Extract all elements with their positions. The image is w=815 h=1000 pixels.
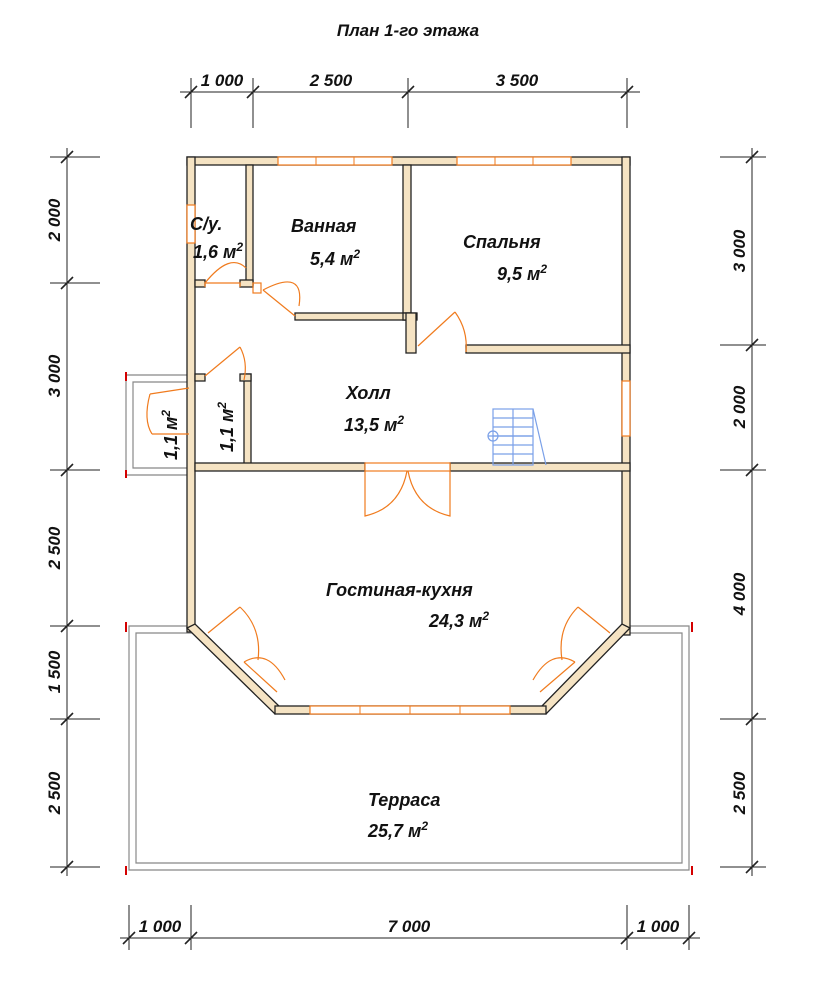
vestibule-area: 1,1 м2 [159, 410, 181, 460]
bathroom-window [277, 156, 393, 166]
top-dimension-chain: 1 000 2 500 3 500 [180, 71, 640, 128]
wc-window [186, 204, 196, 244]
right-dimension-chain: 3 000 2 000 4 000 2 500 [720, 148, 766, 876]
wc-area: 1,6 м2 [193, 240, 243, 262]
hall-name: Холл [345, 383, 391, 403]
doors [146, 262, 611, 693]
dim-left-2: 3 000 [45, 354, 64, 397]
living-area: 24,3 м2 [428, 609, 489, 631]
bedroom-area: 9,5 м2 [497, 262, 547, 284]
bedroom-name: Спальня [463, 232, 541, 252]
dim-top-2: 2 500 [309, 71, 353, 90]
dim-right-1: 3 000 [730, 229, 749, 272]
plan-title: План 1-го этажа [337, 21, 479, 40]
dim-left-1: 2 000 [45, 198, 64, 242]
living-double-door [364, 462, 451, 517]
dim-right-4: 2 500 [730, 771, 749, 815]
dim-top-1: 1 000 [201, 71, 244, 90]
dim-left-4: 1 500 [45, 650, 64, 693]
hall-window [621, 380, 631, 437]
terrace-name: Терраса [368, 790, 440, 810]
dim-left-3: 2 500 [45, 526, 64, 570]
left-dimension-chain: 2 000 3 000 2 500 1 500 2 500 [45, 148, 100, 876]
bedroom-door [417, 311, 467, 353]
wc-name: С/у. [190, 214, 222, 234]
bottom-dimension-chain: 1 000 7 000 1 000 [120, 905, 700, 950]
dim-bottom-1: 1 000 [139, 917, 182, 936]
dim-top-3: 3 500 [496, 71, 539, 90]
bathroom-area: 5,4 м2 [310, 247, 360, 269]
room-labels: С/у. 1,6 м2 Ванная 5,4 м2 Спальня 9,5 м2… [159, 214, 547, 841]
terrace-outline [125, 622, 693, 875]
wc-door [204, 262, 247, 287]
bathroom-door [252, 281, 301, 317]
dim-bottom-2: 7 000 [388, 917, 431, 936]
terrace-door-right [532, 606, 611, 693]
porch-outline [125, 372, 189, 478]
bedroom-window [456, 156, 572, 166]
terrace-door-left [207, 606, 286, 693]
windows [186, 156, 631, 715]
entrance-door [146, 387, 190, 435]
hall-area: 13,5 м2 [344, 413, 404, 435]
dim-right-3: 4 000 [730, 572, 749, 616]
closet-area: 1,1 м2 [215, 402, 237, 452]
bathroom-name: Ванная [291, 216, 357, 236]
dim-bottom-3: 1 000 [637, 917, 680, 936]
living-name: Гостиная-кухня [326, 580, 473, 600]
dim-right-2: 2 000 [730, 385, 749, 429]
closet-door [204, 346, 246, 381]
stairs [487, 408, 547, 466]
terrace-area: 25,7 м2 [367, 819, 428, 841]
dim-left-5: 2 500 [45, 771, 64, 815]
